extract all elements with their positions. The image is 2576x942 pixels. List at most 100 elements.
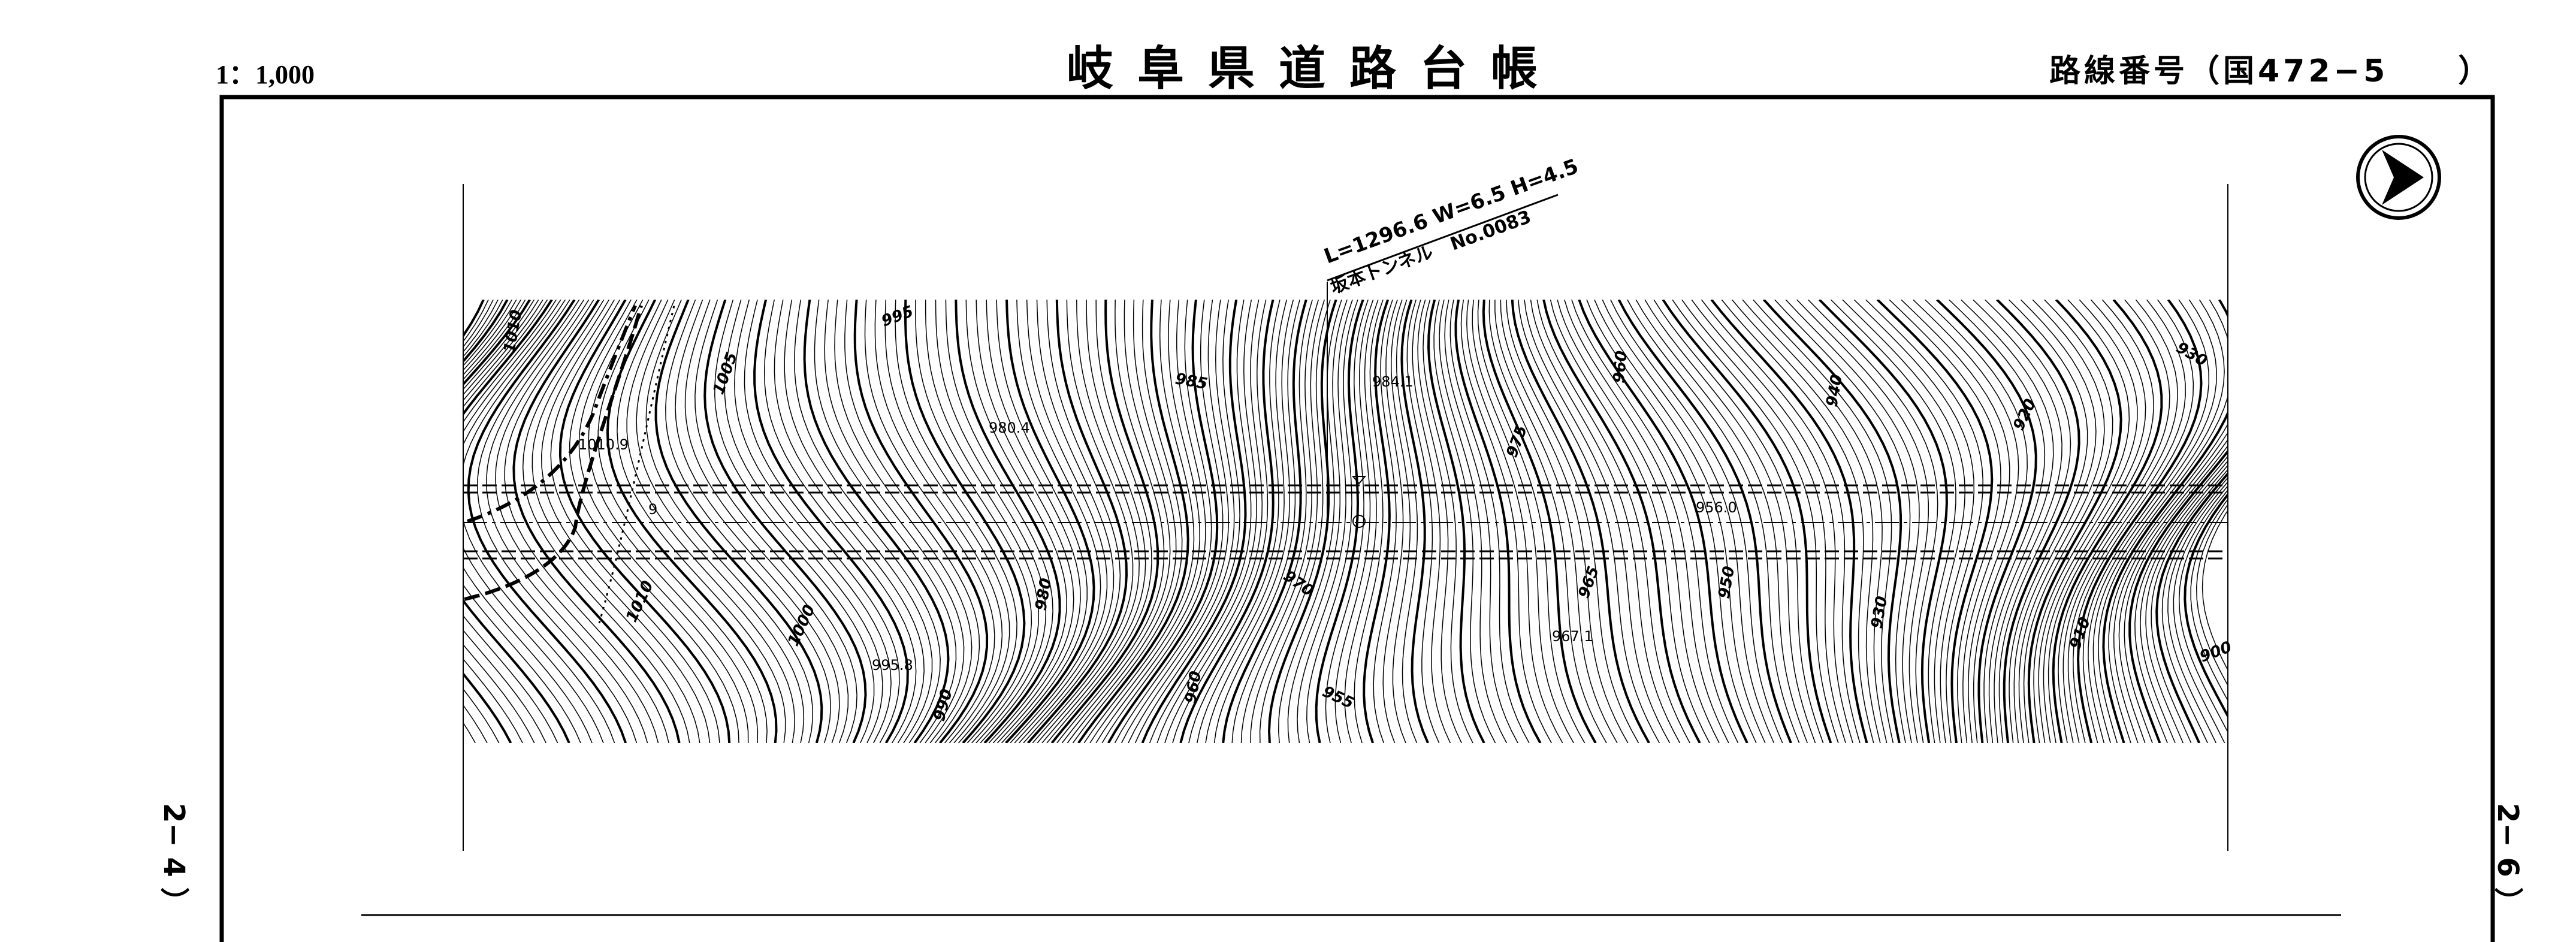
- contour-line: [1396, 300, 1418, 743]
- contour-line: [2018, 300, 2105, 743]
- contour-line: [1477, 300, 1586, 743]
- contour-line: [1536, 300, 1690, 743]
- contour-line: [2201, 509, 2228, 671]
- contour-line: [1382, 300, 1404, 743]
- contour-line: [463, 300, 593, 743]
- contour-line: [2062, 300, 2178, 743]
- route-number: 路線番号（国472−5 ）: [2049, 53, 2493, 89]
- contour-label: 965: [1575, 564, 1603, 600]
- contour-line: [606, 300, 778, 743]
- contour-line: [1061, 300, 1171, 743]
- contour-label: 1010: [623, 578, 657, 625]
- contour-label: 940: [1823, 373, 1846, 409]
- contour-line: [2043, 300, 2146, 743]
- contour-line: [636, 300, 805, 743]
- contour-line: [1557, 300, 1720, 743]
- contour-line: [1373, 300, 1397, 743]
- contour-line: [2082, 300, 2210, 743]
- contour-line: [597, 300, 768, 743]
- contour-line: [2058, 300, 2170, 743]
- contour-line: [463, 300, 489, 342]
- contour-label: 930: [1868, 595, 1891, 630]
- contour-line: [1482, 300, 1597, 743]
- contour-line: [1449, 300, 1530, 743]
- contour-line: [1072, 300, 1183, 743]
- contour-line: [1627, 300, 1800, 743]
- contour-line: [1653, 300, 1824, 743]
- contour-line: [1672, 300, 1839, 743]
- contour-line: [1984, 300, 2071, 743]
- contour-line: [1578, 300, 1748, 743]
- contour-line: [2052, 300, 2163, 743]
- contour-line: [1996, 300, 2080, 743]
- contour-line: [2196, 503, 2228, 687]
- contour-line: [2184, 493, 2228, 719]
- contour-line: [1511, 300, 1650, 743]
- contour-line: [814, 300, 957, 743]
- contour-line: [1444, 300, 1518, 743]
- contour-label: 930: [2173, 339, 2210, 370]
- contour-line: [824, 300, 965, 743]
- contour-line: [645, 300, 813, 743]
- contour-line: [904, 300, 1026, 743]
- contour-line: [2128, 449, 2228, 743]
- contour-line: [965, 300, 1067, 743]
- contour-line: [1156, 300, 1257, 743]
- spot-height: 980.4: [989, 419, 1030, 436]
- contour-label: 950: [1715, 565, 1738, 600]
- contour-line: [834, 300, 973, 743]
- contour-line: [1701, 300, 1861, 743]
- contour-line: [1018, 300, 1115, 743]
- contour-line: [1197, 300, 1288, 743]
- contour-line: [955, 300, 1061, 743]
- contour-line: [1427, 300, 1485, 743]
- contour-line: [1742, 300, 1888, 743]
- contour-line: [874, 300, 1003, 743]
- contour-line: [1179, 300, 1275, 743]
- contour-line: [734, 300, 892, 743]
- contour-line: [569, 300, 739, 743]
- contour-line: [463, 300, 539, 743]
- contour-line: [1433, 300, 1496, 743]
- contour-line: [1524, 300, 1671, 743]
- contour-line: [2161, 477, 2228, 743]
- contour-line: [1089, 300, 1200, 743]
- contour-line: [1032, 300, 1134, 743]
- contour-line: [1417, 300, 1462, 743]
- contour-line: [2173, 485, 2228, 743]
- contour-line: [1107, 300, 1219, 743]
- contour-line: [724, 300, 883, 743]
- contour-line: [1231, 300, 1313, 743]
- contour-line: [884, 300, 1010, 743]
- contour-line: [2178, 489, 2228, 733]
- contour-label: 1000: [784, 602, 819, 649]
- contour-line: [2067, 300, 2186, 743]
- contour-line: [1807, 300, 1938, 743]
- contour-line: [1466, 300, 1563, 743]
- contour-line: [1785, 300, 1920, 743]
- contour-line: [1610, 300, 1783, 743]
- contour-line: [1842, 300, 1966, 743]
- contour-line: [1865, 300, 1983, 743]
- contour-line: [463, 300, 581, 743]
- contour-line: [703, 300, 867, 743]
- contour-label: 910: [2066, 615, 2094, 651]
- contour-line: [463, 300, 535, 743]
- contour-line: [2027, 300, 2122, 743]
- tunnel-dimensions: L=1296.6 W=6.5 H=4.5: [1321, 154, 1581, 268]
- contour-line: [463, 300, 509, 363]
- contour-line: [1617, 300, 1792, 743]
- contour-line: [1889, 300, 2001, 743]
- contour-line: [1681, 300, 1846, 743]
- contour-line: [945, 300, 1053, 743]
- contour-line: [784, 300, 933, 743]
- contour-line: [864, 300, 995, 743]
- contour-line: [463, 300, 570, 743]
- contour-line: [2124, 445, 2228, 743]
- contour-line: [1128, 300, 1235, 743]
- contour-line: [463, 300, 522, 743]
- contour-line: [1259, 300, 1331, 743]
- contour-line: [853, 300, 989, 743]
- contour-line: [1796, 300, 1929, 743]
